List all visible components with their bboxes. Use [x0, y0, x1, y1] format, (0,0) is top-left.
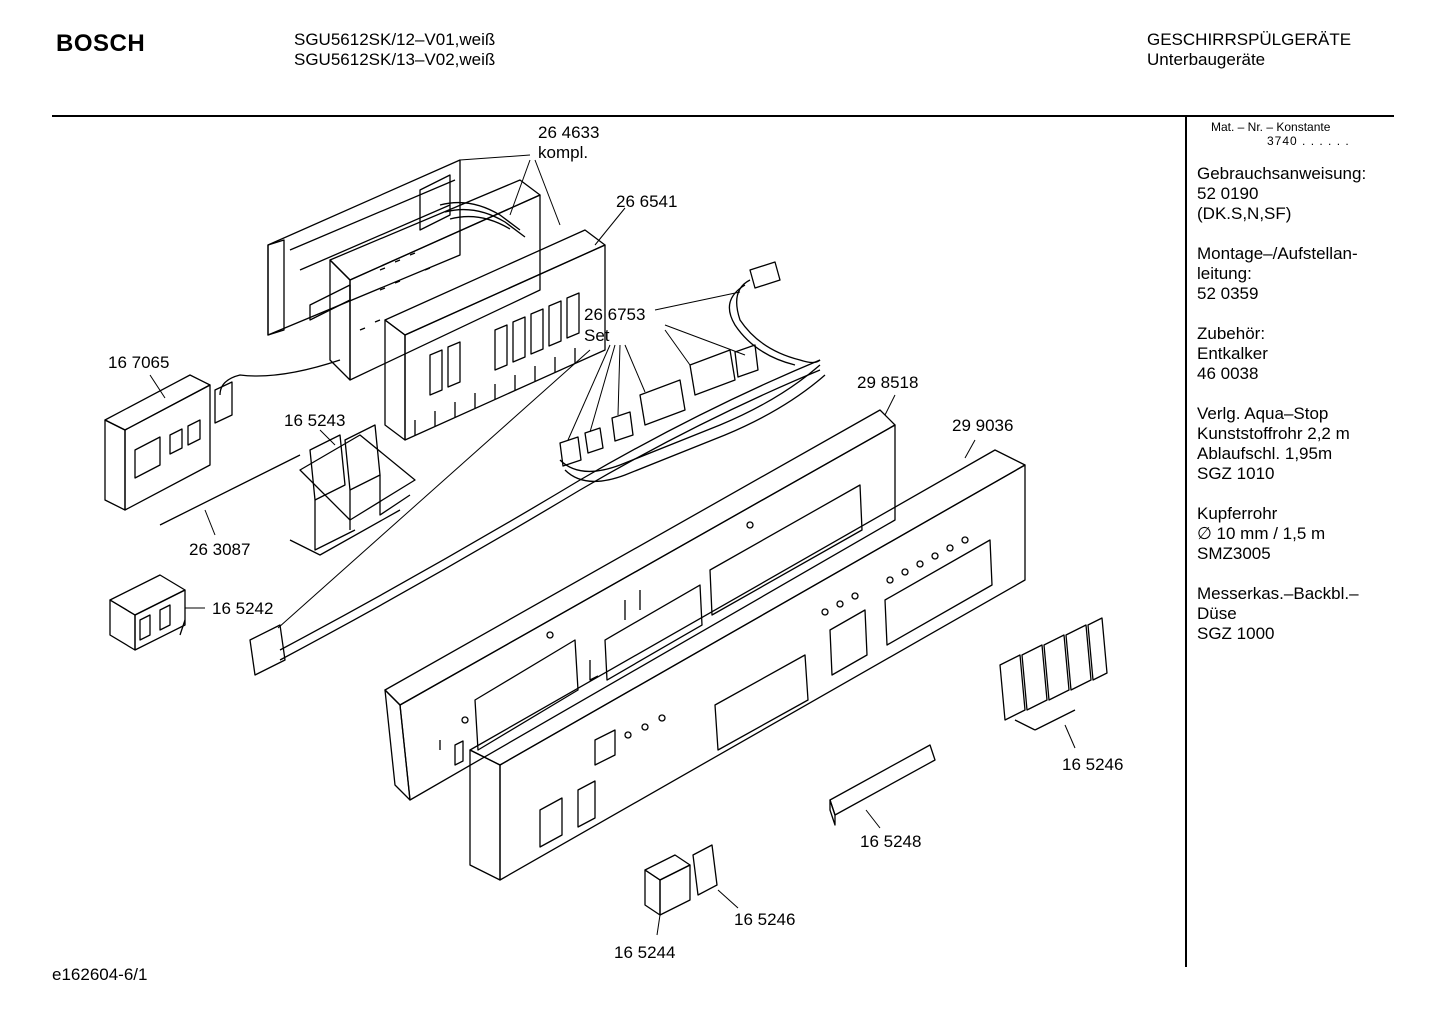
model-list: SGU5612SK/12–V01,weiß SGU5612SK/13–V02,w…: [294, 30, 495, 70]
label-264633: 26 4633: [538, 123, 599, 142]
sidebar-block-line: Messerkas.–Backbl.–: [1197, 584, 1359, 603]
sidebar-block-line: Kunststoffrohr 2,2 m: [1197, 424, 1350, 443]
sidebar-block-line: ∅ 10 mm / 1,5 m: [1197, 524, 1326, 543]
label-266753: 26 6753: [584, 305, 645, 324]
sidebar-rule: [1185, 117, 1187, 967]
label-266541: 26 6541: [616, 192, 677, 211]
panel-frame: [384, 409, 896, 801]
sidebar-block: Gebrauchsanweisung:52 0190(DK.S,N,SF): [1197, 164, 1392, 224]
model-line-1: SGU5612SK/12–V01,weiß: [294, 30, 496, 49]
control-panel-module: [384, 229, 606, 441]
category-heading: GESCHIRRSPÜLGERÄTE Unterbaugeräte: [1147, 30, 1351, 70]
label-266753-set: Set: [584, 326, 610, 345]
sidebar-block-line: SGZ 1010: [1197, 464, 1275, 483]
sidebar-block: Montage–/Aufstellan-leitung:52 0359: [1197, 244, 1392, 304]
sidebar-block-line: Entkalker: [1197, 344, 1268, 363]
label-165243: 16 5243: [284, 411, 345, 430]
sidebar-block-line: Gebrauchsanweisung:: [1197, 164, 1367, 183]
brand-logo: BOSCH: [56, 30, 146, 57]
label-165242: 16 5242: [212, 599, 273, 618]
sidebar-block-line: Ablaufschl. 1,95m: [1197, 444, 1333, 463]
sidebar-blocks: Gebrauchsanweisung:52 0190(DK.S,N,SF) Mon…: [1197, 164, 1392, 644]
header-rule: [52, 115, 1394, 117]
label-299036: 29 9036: [952, 416, 1013, 435]
leader-lines: [149, 154, 1076, 936]
konstante-label: Mat. – Nr. – Konstante: [1211, 120, 1331, 134]
sidebar-block-line: 46 0038: [1197, 364, 1259, 383]
sidebar-block-line: 52 0359: [1197, 284, 1259, 303]
konstante-value: 3740 . . . . . .: [1267, 134, 1350, 148]
sidebar-block-line: (DK.S,N,SF): [1197, 204, 1292, 223]
circuit-board: [219, 179, 541, 396]
sidebar-block-line: 52 0190: [1197, 184, 1259, 203]
model-line-2: SGU5612SK/13–V02,weiß: [294, 50, 496, 69]
label-165244: 16 5244: [614, 943, 675, 962]
label-165246-strip: 16 5246: [1062, 755, 1123, 774]
switch: [109, 574, 186, 651]
mounting-bracket: [289, 424, 416, 556]
sidebar-block-line: SGZ 1000: [1197, 624, 1275, 643]
sidebar-block-line: SMZ3005: [1197, 544, 1271, 563]
sidebar-block-line: Verlg. Aqua–Stop: [1197, 404, 1329, 423]
category-title: GESCHIRRSPÜLGERÄTE: [1147, 30, 1352, 49]
wire-harness: [249, 261, 826, 676]
label-165248: 16 5248: [860, 832, 921, 851]
rod: [159, 454, 301, 526]
display-module: [104, 374, 233, 511]
label-165246-single: 16 5246: [734, 910, 795, 929]
control-module-housing: [267, 159, 526, 336]
sidebar-block-line: Kupferrohr: [1197, 504, 1278, 523]
exploded-parts-diagram: 26 4633 kompl. 26 6541 26 6753 Set 16 70…: [104, 123, 1123, 962]
document-code: e162604-6/1: [52, 965, 148, 984]
sidebar-block-line: Montage–/Aufstellan-: [1197, 244, 1358, 263]
label-264633-kompl: kompl.: [538, 143, 588, 162]
button-cover: [829, 744, 936, 826]
button-strip: [999, 617, 1108, 731]
sidebar-block-line: Düse: [1197, 604, 1237, 623]
sidebar-info: Mat. – Nr. – Konstante 3740 . . . . . . …: [1197, 120, 1392, 644]
label-263087: 26 3087: [189, 540, 250, 559]
category-subtitle: Unterbaugeräte: [1147, 50, 1266, 69]
sidebar-block-line: leitung:: [1197, 264, 1252, 283]
label-298518: 29 8518: [857, 373, 918, 392]
label-167065: 16 7065: [108, 353, 169, 372]
sidebar-block-line: Zubehör:: [1197, 324, 1266, 343]
front-panel: [469, 449, 1026, 881]
single-buttons: [644, 844, 718, 916]
